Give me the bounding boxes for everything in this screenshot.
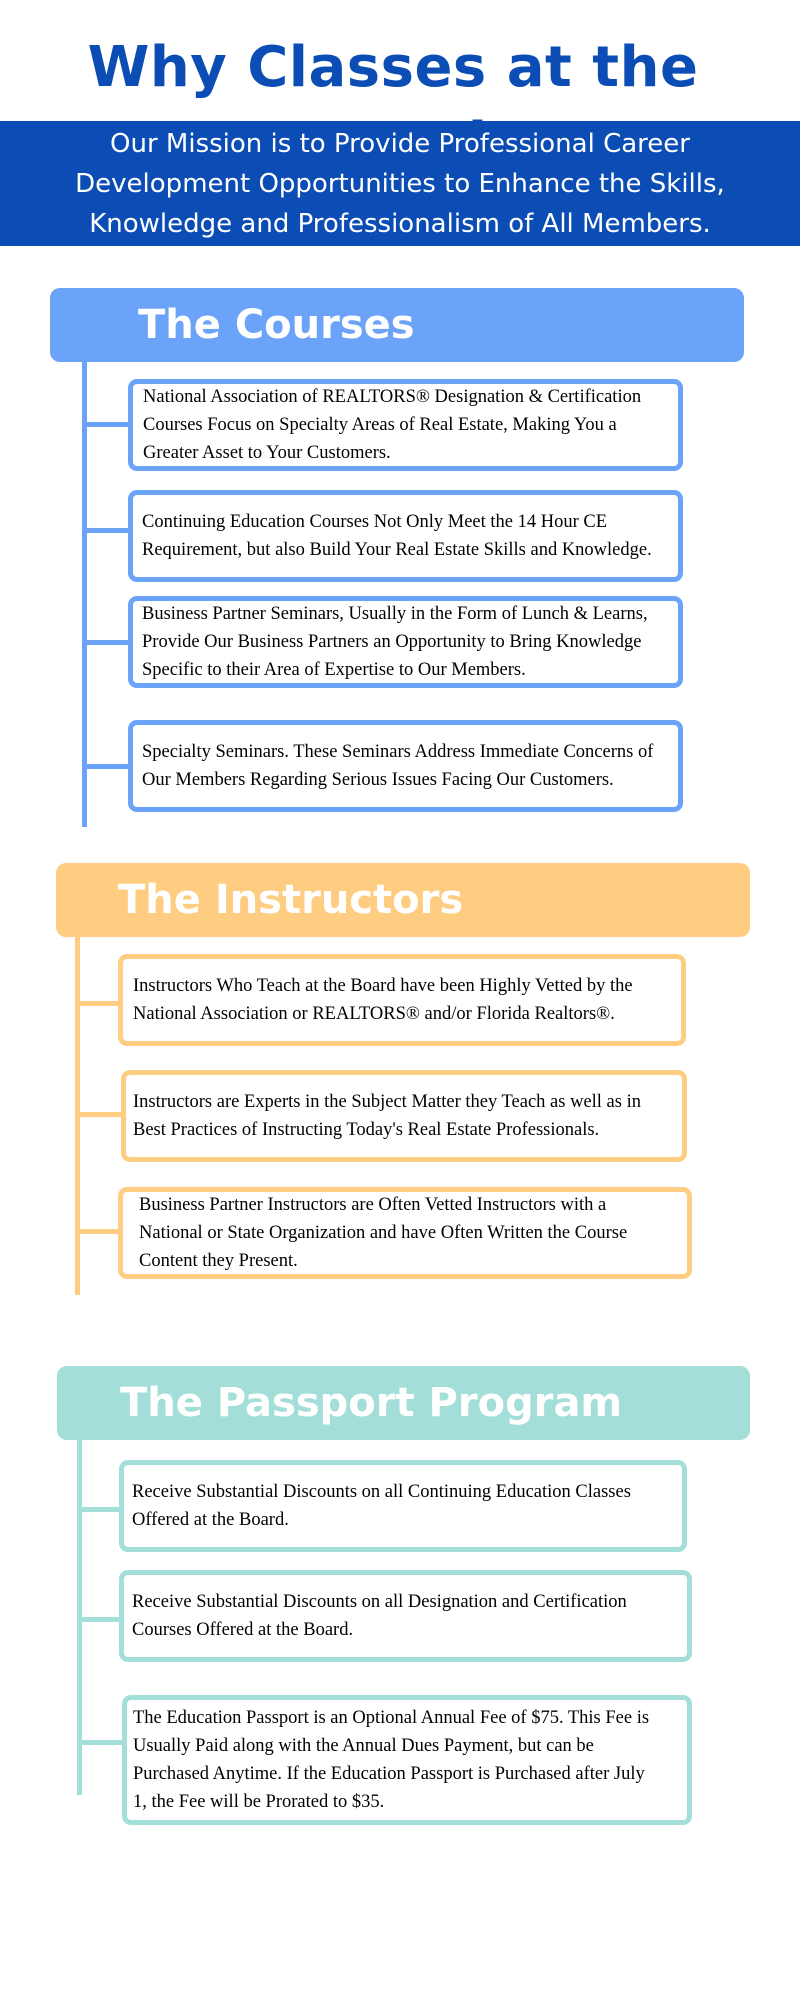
passport-connector [77, 1507, 122, 1512]
course-card: Specialty Seminars. These Seminars Addre… [128, 720, 683, 812]
passport-card-text: The Education Passport is an Optional An… [133, 1708, 650, 1812]
passport-card: The Education Passport is an Optional An… [122, 1695, 692, 1825]
instructor-card: Instructors Who Teach at the Board have … [118, 954, 686, 1046]
courses-connector [82, 640, 130, 645]
passport-card-text: Receive Substantial Discounts on all Con… [132, 1482, 631, 1530]
instructors-connector [75, 1229, 121, 1234]
instructors-connector [75, 1112, 121, 1117]
courses-connector [82, 764, 130, 769]
section-heading-passport: The Passport Program [120, 1380, 623, 1426]
course-card-text: Continuing Education Courses Not Only Me… [142, 512, 652, 560]
courses-connector [82, 422, 130, 427]
instructor-card: Business Partner Instructors are Often V… [118, 1187, 692, 1279]
instructors-connector [75, 1001, 121, 1006]
section-header-courses: The Courses [50, 288, 744, 362]
section-heading-instructors: The Instructors [118, 877, 464, 923]
courses-timeline [82, 362, 87, 827]
passport-connector [77, 1740, 122, 1745]
passport-card: Receive Substantial Discounts on all Con… [119, 1460, 687, 1552]
course-card: Continuing Education Courses Not Only Me… [128, 490, 683, 582]
course-card-text: National Association of REALTORS® Design… [143, 387, 642, 463]
course-card: National Association of REALTORS® Design… [128, 379, 683, 471]
section-header-instructors: The Instructors [56, 863, 750, 937]
courses-connector [82, 528, 130, 533]
mission-banner: Our Mission is to Provide Professional C… [0, 121, 800, 246]
instructor-card-text: Instructors are Experts in the Subject M… [133, 1092, 641, 1140]
passport-card-text: Receive Substantial Discounts on all Des… [132, 1592, 627, 1640]
passport-card: Receive Substantial Discounts on all Des… [119, 1570, 692, 1662]
passport-connector [77, 1617, 122, 1622]
mission-text: Our Mission is to Provide Professional C… [75, 128, 725, 239]
course-card-text: Specialty Seminars. These Seminars Addre… [142, 742, 654, 790]
course-card-text: Business Partner Seminars, Usually in th… [142, 604, 648, 680]
course-card: Business Partner Seminars, Usually in th… [128, 596, 683, 688]
instructor-card-text: Business Partner Instructors are Often V… [139, 1195, 628, 1271]
instructor-card: Instructors are Experts in the Subject M… [121, 1070, 687, 1162]
instructor-card-text: Instructors Who Teach at the Board have … [133, 976, 633, 1024]
section-heading-courses: The Courses [138, 302, 415, 348]
section-header-passport: The Passport Program [57, 1366, 750, 1440]
